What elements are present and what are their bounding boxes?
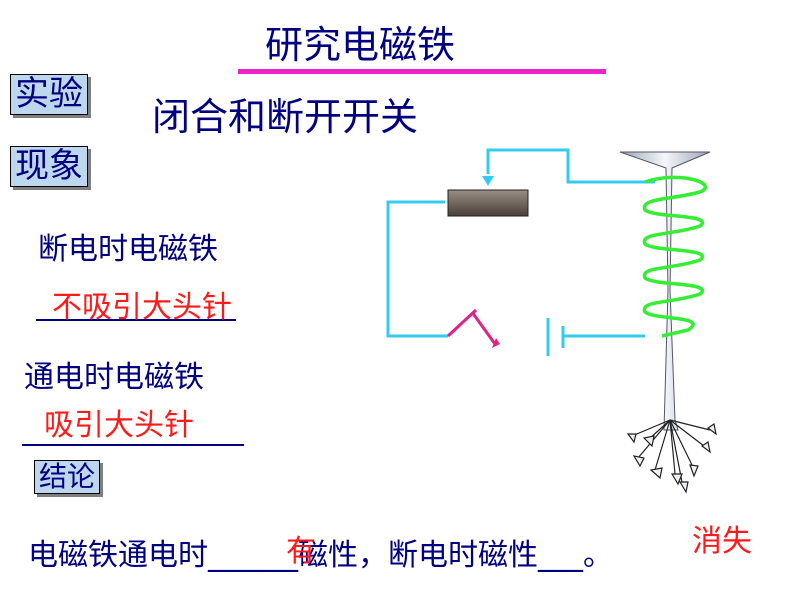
battery bbox=[546, 318, 565, 356]
conclusion-blank1: ______ bbox=[208, 538, 298, 573]
phenomenon-prompt-on: 通电时电磁铁 bbox=[24, 360, 204, 395]
rheostat bbox=[447, 189, 529, 217]
phenomenon-answer-on: 吸引大头针 bbox=[44, 408, 194, 443]
page-title: 研究电磁铁 bbox=[265, 23, 456, 67]
conclusion-answer2: 消失 bbox=[692, 524, 752, 559]
conclusion-part1: 电磁铁通电时 bbox=[28, 538, 208, 573]
label-phenomenon: 现象 bbox=[10, 146, 88, 188]
title-underline bbox=[238, 69, 606, 74]
conclusion-blank2: ___。 bbox=[538, 538, 613, 573]
electromagnet-circuit-diagram bbox=[386, 148, 717, 494]
phenomenon-prompt-off: 断电时电磁铁 bbox=[38, 232, 218, 267]
conclusion-answer1: 有 bbox=[286, 534, 316, 569]
answer-blank-line-off bbox=[36, 319, 236, 321]
slider-arrow-icon bbox=[482, 176, 494, 186]
wire-top bbox=[486, 148, 655, 184]
phenomenon-answer-off: 不吸引大头针 bbox=[52, 290, 232, 325]
switch bbox=[446, 308, 500, 348]
pins-cluster bbox=[626, 419, 717, 494]
circuit-wires bbox=[386, 148, 655, 338]
label-experiment: 实验 bbox=[10, 74, 88, 116]
wire-left bbox=[386, 200, 448, 338]
coil bbox=[642, 175, 708, 338]
answer-blank-line-on bbox=[22, 444, 244, 446]
experiment-action: 闭合和断开开关 bbox=[152, 95, 419, 139]
label-conclusion: 结论 bbox=[34, 460, 101, 495]
conclusion-sentence: 电磁铁通电时______磁性，断电时磁性___。 bbox=[28, 530, 613, 574]
conclusion-part2: 磁性，断电时磁性 bbox=[298, 538, 538, 573]
